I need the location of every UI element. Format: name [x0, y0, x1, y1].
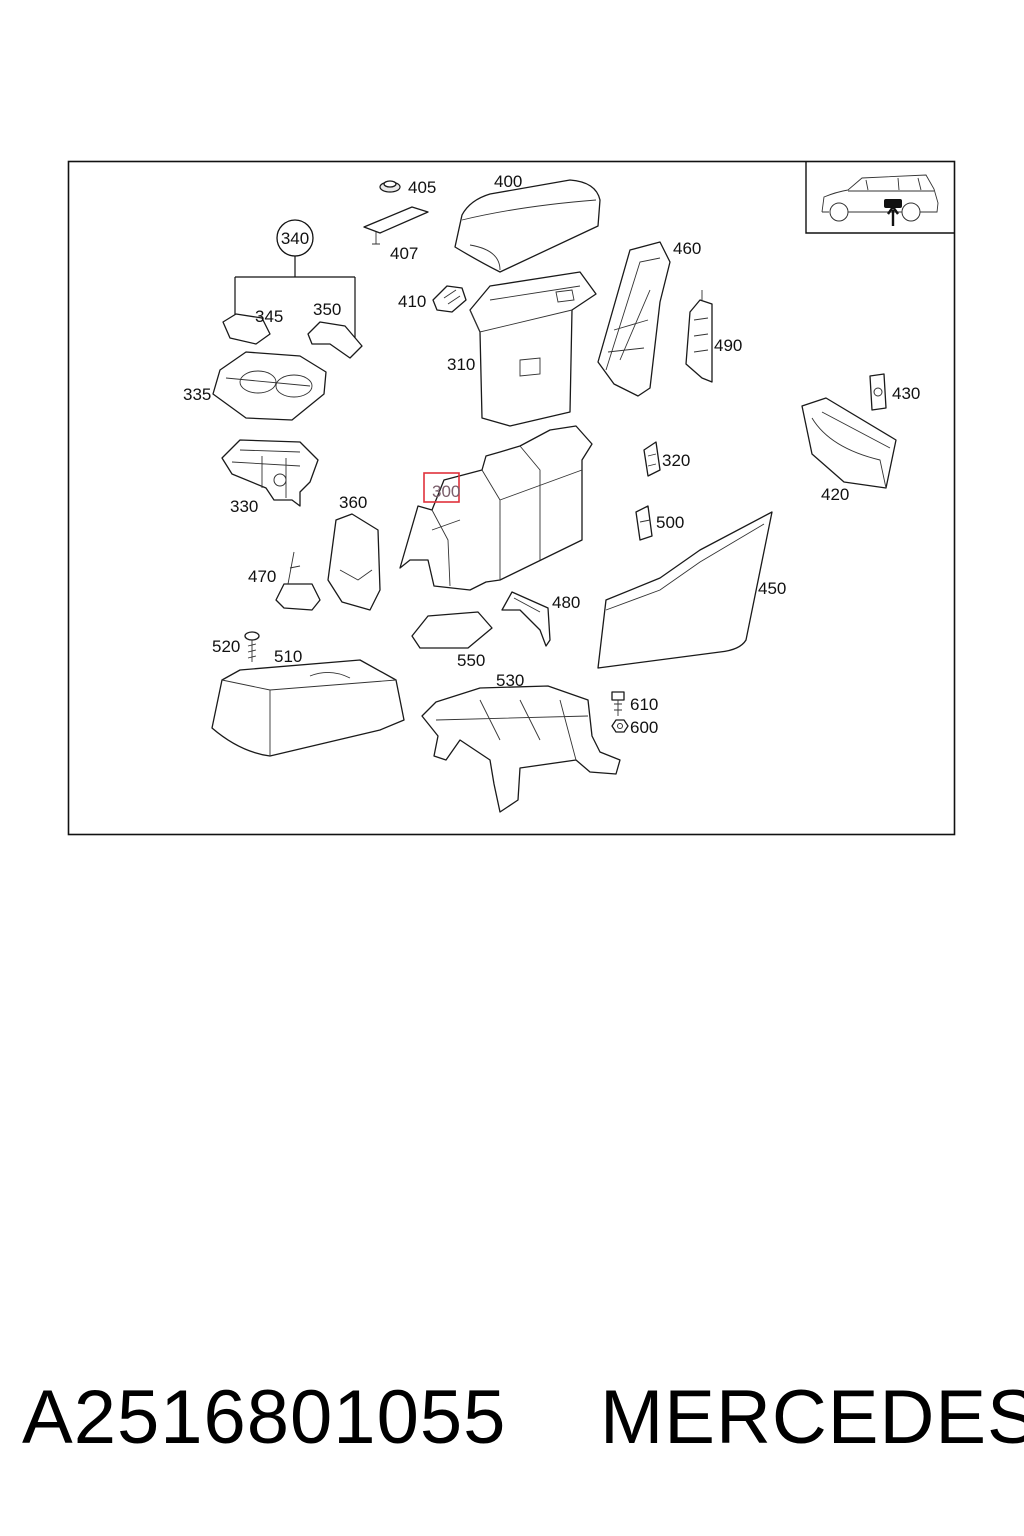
callout-340: 340	[281, 229, 309, 248]
part-360	[327, 513, 381, 611]
callout-500: 500	[656, 513, 684, 532]
part-300	[399, 425, 593, 591]
callout-310: 310	[447, 355, 475, 374]
callout-labels: 405 400 407 340 345 350 410 460 310 490 …	[183, 172, 920, 737]
part-410	[432, 285, 467, 313]
part-405	[379, 180, 401, 193]
callout-340-circle	[276, 219, 314, 257]
callout-430: 430	[892, 384, 920, 403]
diagram-frame	[67, 160, 956, 836]
part-600	[611, 719, 629, 733]
callout-510: 510	[274, 647, 302, 666]
part-400	[454, 179, 601, 273]
part-530	[421, 685, 621, 813]
part-350	[307, 321, 363, 359]
part-520	[244, 631, 260, 662]
callout-300: 300	[432, 482, 460, 501]
callout-400: 400	[494, 172, 522, 191]
brand-name: MERCEDES	[600, 1375, 1024, 1460]
part-345	[222, 313, 271, 345]
callout-407: 407	[390, 244, 418, 263]
callout-420: 420	[821, 485, 849, 504]
vehicle-location-inset	[805, 161, 955, 234]
callout-450: 450	[758, 579, 786, 598]
callout-610: 610	[630, 695, 658, 714]
part-335	[212, 351, 327, 421]
part-407	[363, 206, 429, 245]
part-450	[597, 511, 773, 669]
part-320	[643, 441, 661, 477]
part-420	[801, 397, 897, 489]
callout-520: 520	[212, 637, 240, 656]
part-430	[869, 373, 887, 411]
callout-480: 480	[552, 593, 580, 612]
callout-405: 405	[408, 178, 436, 197]
callout-350: 350	[313, 300, 341, 319]
callout-360: 360	[339, 493, 367, 512]
callout-320: 320	[662, 451, 690, 470]
part-470	[275, 551, 321, 611]
part-490	[685, 290, 713, 383]
callout-335: 335	[183, 385, 211, 404]
product-caption: A2516801055 MERCEDES	[0, 1368, 1024, 1478]
callout-470: 470	[248, 567, 276, 586]
part-310	[469, 271, 597, 427]
callout-410: 410	[398, 292, 426, 311]
part-group-340	[234, 256, 356, 340]
callout-345: 345	[255, 307, 283, 326]
part-460	[597, 241, 671, 397]
part-510	[211, 659, 405, 757]
callout-530: 530	[496, 671, 524, 690]
console-location-marker-icon	[884, 199, 902, 208]
part-550	[411, 611, 493, 649]
callout-330: 330	[230, 497, 258, 516]
part-330	[221, 439, 319, 507]
callout-490: 490	[714, 336, 742, 355]
part-number: A2516801055	[22, 1375, 507, 1460]
highlight-box-300	[423, 472, 460, 503]
arrow-up-icon	[887, 204, 899, 226]
part-610	[611, 691, 625, 716]
part-480	[501, 591, 551, 647]
callout-550: 550	[457, 651, 485, 670]
callout-600: 600	[630, 718, 658, 737]
callout-460: 460	[673, 239, 701, 258]
part-500	[635, 505, 653, 541]
